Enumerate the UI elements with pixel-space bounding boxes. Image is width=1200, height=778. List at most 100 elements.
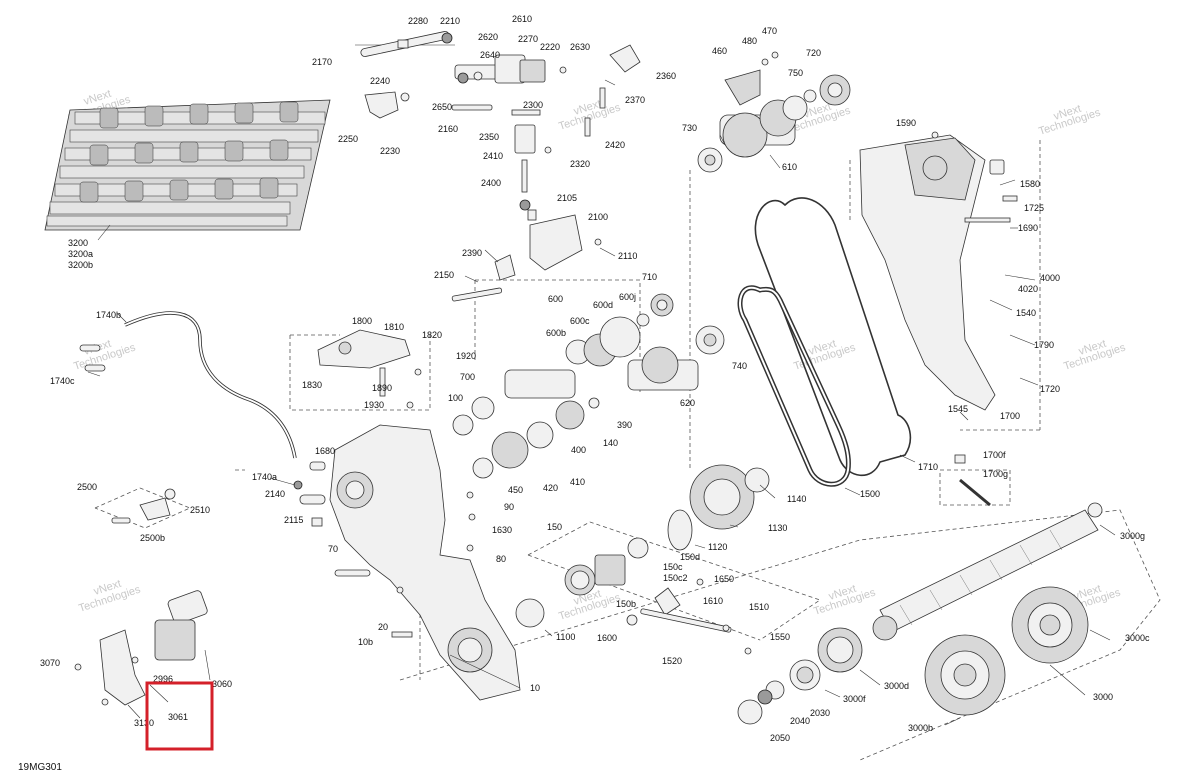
label-1580: 1580 xyxy=(1020,179,1040,189)
label-90: 90 xyxy=(504,502,514,512)
label-1680: 1680 xyxy=(315,446,335,456)
label-3000b: 3000b xyxy=(908,723,933,733)
label-1650: 1650 xyxy=(714,574,734,584)
label-2100: 2100 xyxy=(588,212,608,222)
label-10: 10 xyxy=(530,683,540,693)
label-1800: 1800 xyxy=(352,316,372,326)
label-150c2: 150c2 xyxy=(663,573,688,583)
label-140: 140 xyxy=(603,438,618,448)
label-3000g: 3000g xyxy=(1120,531,1145,541)
label-400: 400 xyxy=(571,445,586,455)
label-1920: 1920 xyxy=(456,351,476,361)
label-2170: 2170 xyxy=(312,57,332,67)
bracket-2100 xyxy=(451,209,602,302)
label-600: 600 xyxy=(548,294,563,304)
label-600c: 600c xyxy=(570,316,590,326)
gear-1130 xyxy=(667,464,770,551)
upper-gear-cluster xyxy=(697,51,851,173)
label-100: 100 xyxy=(448,393,463,403)
label-1700: 1700 xyxy=(1000,411,1020,421)
label-2115: 2115 xyxy=(284,515,303,525)
label-3000f: 3000f xyxy=(843,694,866,704)
label-10b: 10b xyxy=(358,637,373,647)
label-2996: 2996 xyxy=(153,674,173,684)
part-labels: 2280 2210 2610 2620 2270 2640 2220 2630 … xyxy=(40,14,1150,743)
label-3200a: 3200a xyxy=(68,249,93,259)
label-150: 150 xyxy=(547,522,562,532)
label-420: 420 xyxy=(543,483,558,493)
sprocket-3000b xyxy=(924,634,1006,716)
drive-belts xyxy=(737,197,912,487)
label-3061: 3061 xyxy=(168,712,188,722)
label-2030: 2030 xyxy=(810,708,830,718)
shift-linkage-parts xyxy=(355,31,641,211)
label-150b: 150b xyxy=(616,599,636,609)
label-610: 610 xyxy=(782,162,797,172)
label-3000d: 3000d xyxy=(884,681,909,691)
label-1500: 1500 xyxy=(860,489,880,499)
label-150d: 150d xyxy=(680,552,700,562)
label-1740c: 1740c xyxy=(50,376,75,386)
label-1890: 1890 xyxy=(372,383,392,393)
label-2350: 2350 xyxy=(479,132,499,142)
label-2150: 2150 xyxy=(434,270,454,280)
label-2620: 2620 xyxy=(478,32,498,42)
label-2250: 2250 xyxy=(338,134,358,144)
label-1140: 1140 xyxy=(787,494,806,504)
cable-1740 xyxy=(79,311,303,490)
label-2510: 2510 xyxy=(190,505,210,515)
label-3200b: 3200b xyxy=(68,260,93,270)
label-2320: 2320 xyxy=(570,159,590,169)
label-1790: 1790 xyxy=(1034,340,1054,350)
label-2230: 2230 xyxy=(380,146,400,156)
label-3070: 3070 xyxy=(40,658,60,668)
label-3200: 3200 xyxy=(68,238,88,248)
label-2105: 2105 xyxy=(557,193,577,203)
label-1540: 1540 xyxy=(1016,308,1036,318)
shifter-1800 xyxy=(317,329,414,409)
label-1720: 1720 xyxy=(1040,384,1060,394)
label-2390: 2390 xyxy=(462,248,482,258)
label-600d: 600d xyxy=(593,300,613,310)
label-600j: 600j xyxy=(619,292,636,302)
label-480: 480 xyxy=(742,36,757,46)
label-150c: 150c xyxy=(663,562,683,572)
label-2420: 2420 xyxy=(605,140,625,150)
parts-2030-2050 xyxy=(737,680,785,725)
label-4000: 4000 xyxy=(1040,273,1060,283)
label-1725: 1725 xyxy=(1024,203,1044,213)
label-1100: 1100 xyxy=(556,632,575,642)
label-740: 740 xyxy=(732,361,747,371)
clutch-assembly-150 xyxy=(515,537,752,655)
label-2500b: 2500b xyxy=(140,533,165,543)
label-2110: 2110 xyxy=(618,251,637,261)
label-750: 750 xyxy=(788,68,803,78)
label-700: 700 xyxy=(460,372,475,382)
label-600b: 600b xyxy=(546,328,566,338)
label-1545: 1545 xyxy=(948,404,968,414)
label-460: 460 xyxy=(712,46,727,56)
label-2270: 2270 xyxy=(518,34,538,44)
sprocket-3000c xyxy=(1011,586,1089,664)
label-1610: 1610 xyxy=(703,596,723,606)
diagram-id: 19MG301 xyxy=(18,762,62,773)
bracket-2500 xyxy=(111,488,176,524)
label-1590: 1590 xyxy=(896,118,916,128)
label-1120: 1120 xyxy=(708,542,727,552)
gearbox-housing xyxy=(299,368,521,701)
leader-lines xyxy=(87,79,1116,726)
label-470: 470 xyxy=(762,26,777,36)
inset-1700f-1700g xyxy=(954,454,991,507)
label-1520: 1520 xyxy=(662,656,682,666)
drive-shaft-3000 xyxy=(872,502,1103,641)
label-2300: 2300 xyxy=(523,100,543,110)
label-2220: 2220 xyxy=(540,42,560,52)
label-1710: 1710 xyxy=(918,462,938,472)
label-3000: 3000 xyxy=(1093,692,1113,702)
label-70: 70 xyxy=(328,544,338,554)
highlight-box-3061[interactable] xyxy=(145,681,214,751)
label-2640: 2640 xyxy=(480,50,500,60)
label-3130: 3130 xyxy=(134,718,154,728)
label-1810: 1810 xyxy=(384,322,404,332)
